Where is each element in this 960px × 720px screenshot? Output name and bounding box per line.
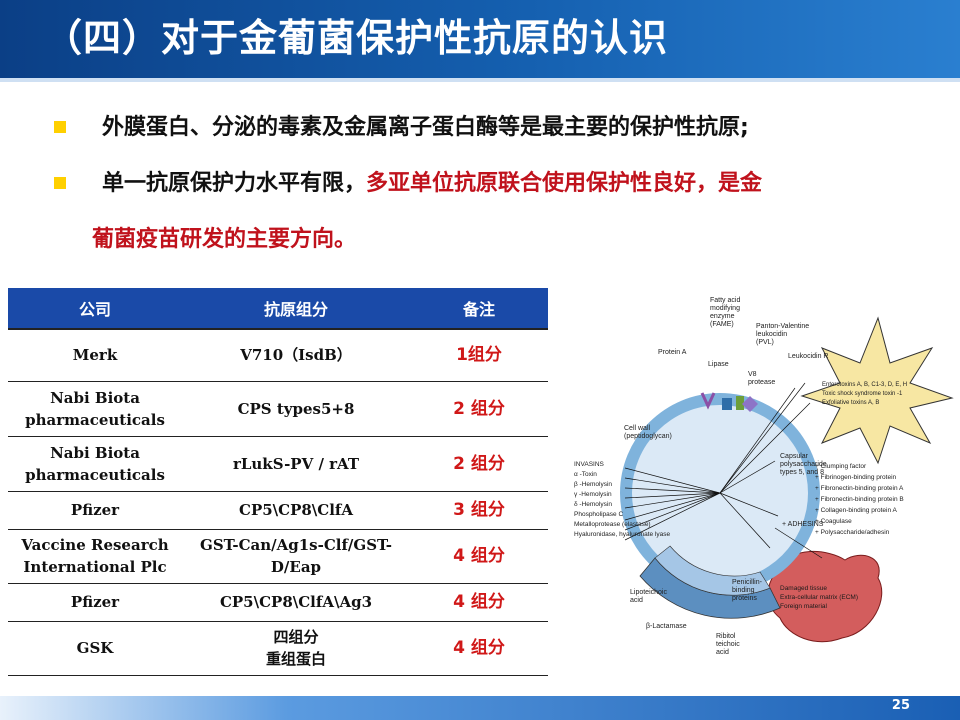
cell-company: Nabi Biota pharmaceuticals	[8, 436, 182, 492]
bullet-list: 外膜蛋白、分泌的毒素及金属离子蛋白酶等是最主要的保护性抗原; 单一抗原保护力水平…	[40, 100, 940, 268]
cell-note: 2 组分	[410, 381, 548, 437]
table-row: GSK 四组分 重组蛋白 4 组分	[8, 621, 548, 676]
bullet-square-icon	[54, 177, 66, 189]
bullet-highlight-text: 葡菌疫苗研发的主要方向。	[92, 227, 357, 252]
cell-company: Pfizer	[8, 583, 182, 622]
cell-antigen-line: 四组分	[273, 628, 319, 646]
table-header-row: 公司 抗原组分 备注	[8, 288, 548, 329]
footer-bar: 25	[0, 696, 960, 720]
label-cell-wall: Cell wall(peptidoglycan)	[624, 425, 672, 440]
label-adhesins-list: + Clumping factor+ Fibrinogen-binding pr…	[815, 463, 904, 536]
cell-company: Vaccine Research International Plc	[8, 529, 182, 584]
bullet-text: 外膜蛋白、分泌的毒素及金属离子蛋白酶等是最主要的保护性抗原;	[102, 115, 749, 140]
cell-note: 4 组分	[410, 621, 548, 676]
vaccine-table: 公司 抗原组分 备注 Merk V710（IsdB） 1组分 Nabi Biot…	[8, 288, 548, 676]
cell-antigen: rLukS-PV / rAT	[182, 436, 410, 492]
cell-note: 2 组分	[410, 436, 548, 492]
label-lactamase: β-Lactamase	[646, 623, 687, 630]
bullet-item: 单一抗原保护力水平有限，多亚单位抗原联合使用保护性良好，是金 葡菌疫苗研发的主要…	[40, 156, 940, 268]
page-number: 25	[891, 698, 910, 713]
cell-antigen: CP5\CP8\ClfA	[182, 491, 410, 530]
bullet-highlight-text: 多亚单位抗原联合使用保护性良好，是金	[366, 171, 763, 196]
title-divider	[0, 78, 960, 82]
cell-company: Merk	[8, 328, 182, 382]
cell-antigen: V710（IsdB）	[182, 328, 410, 382]
cell-antigen: CP5\CP8\ClfA\Ag3	[182, 583, 410, 622]
header-note: 备注	[410, 288, 548, 329]
wall-cross-section-inner	[654, 545, 771, 596]
label-protein-a: Protein A	[658, 349, 687, 356]
table-row: Merk V710（IsdB） 1组分	[8, 328, 548, 382]
bullet-item: 外膜蛋白、分泌的毒素及金属离子蛋白酶等是最主要的保护性抗原;	[40, 100, 940, 156]
table-row: Nabi Biota pharmaceuticals rLukS-PV / rA…	[8, 436, 548, 492]
slide-title: （四）对于金葡菌保护性抗原的认识	[44, 16, 669, 60]
label-lipase: Lipase	[708, 361, 729, 368]
cell-antigen: 四组分 重组蛋白	[182, 621, 410, 676]
table-row: Nabi Biota pharmaceuticals CPS types5+8 …	[8, 381, 548, 437]
cell-company: Nabi Biota pharmaceuticals	[8, 381, 182, 437]
bullet-square-icon	[54, 121, 66, 133]
table-row: Pfizer CP5\CP8\ClfA\Ag3 4 组分	[8, 583, 548, 622]
table-row: Pfizer CP5\CP8\ClfA 3 组分	[8, 491, 548, 530]
bullet-text: 单一抗原保护力水平有限，	[102, 171, 367, 196]
pointer-lines	[624, 382, 823, 559]
table-row: Vaccine Research International Plc GST-C…	[8, 529, 548, 584]
header-company: 公司	[8, 288, 182, 329]
cell-antigen-line: 重组蛋白	[265, 650, 326, 668]
cell-note: 4 组分	[410, 583, 548, 622]
title-bar: （四）对于金葡菌保护性抗原的认识	[0, 0, 960, 78]
surface-markers	[700, 392, 758, 412]
label-adhesins-title: + ADHESINS	[782, 521, 824, 528]
cell-note: 1组分	[410, 328, 548, 382]
label-leukocidin-r: Leukocidin R	[788, 353, 828, 360]
cell-company: Pfizer	[8, 491, 182, 530]
damaged-tissue-shape	[767, 551, 883, 643]
cell-note: 4 组分	[410, 529, 548, 584]
toxin-star-shape	[800, 316, 954, 465]
cell-company: GSK	[8, 621, 182, 676]
cell-antigen: CPS types5+8	[182, 381, 410, 437]
cell-antigen: GST-Can/Ag1s-Clf/GST-D/Eap	[182, 529, 410, 584]
header-antigen: 抗原组分	[182, 288, 410, 329]
cell-note: 3 组分	[410, 491, 548, 530]
